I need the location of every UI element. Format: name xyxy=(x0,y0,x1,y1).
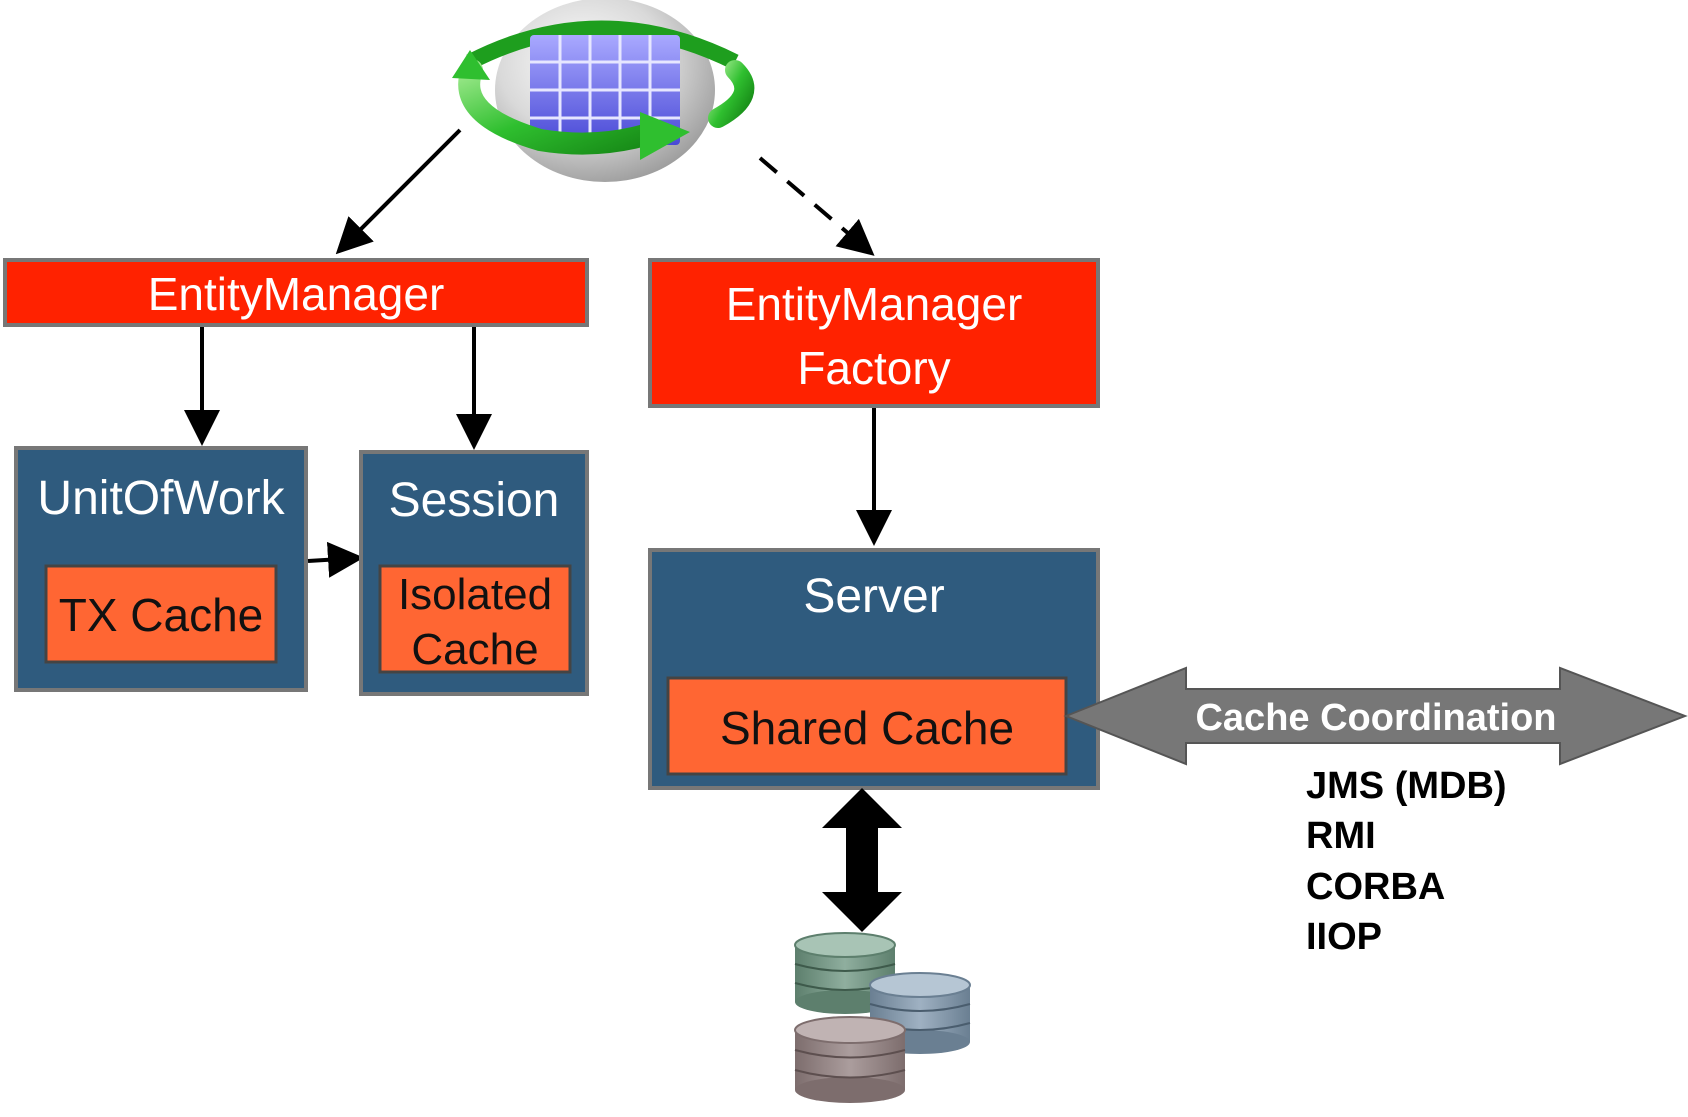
protocol-jms: JMS (MDB) xyxy=(1306,765,1507,807)
arrow-to-entity-manager xyxy=(335,128,462,255)
session-label: Session xyxy=(389,474,560,527)
emf-label-line1: EntityManager xyxy=(726,278,1023,330)
dashed-arrow-to-emf xyxy=(758,156,875,256)
database-stack-icon xyxy=(794,932,971,1103)
shared-cache-label: Shared Cache xyxy=(720,702,1014,754)
server-database-arrow xyxy=(822,788,902,932)
tx-cache-box xyxy=(44,564,278,664)
protocol-corba: CORBA xyxy=(1306,866,1445,908)
protocol-iiop: IIOP xyxy=(1306,916,1382,958)
tx-cache-label: TX Cache xyxy=(59,589,264,641)
cache-coordination-arrow: Cache Coordination xyxy=(1063,666,1688,766)
entity-manager-label: EntityManager xyxy=(148,268,445,320)
entity-manager-factory-box: EntityManager Factory xyxy=(648,258,1100,408)
shared-cache-box xyxy=(666,676,1068,776)
unit-of-work-box: UnitOfWork TX Cache xyxy=(14,446,308,692)
isolated-cache-line2: Cache xyxy=(411,625,538,674)
session-box: Session Isolated Cache xyxy=(359,450,589,696)
protocol-rmi: RMI xyxy=(1306,815,1376,857)
cache-sync-cube-icon xyxy=(452,0,755,182)
server-box: Server Shared Cache xyxy=(648,548,1100,790)
emf-label-line2: Factory xyxy=(797,342,950,394)
server-label: Server xyxy=(803,570,944,623)
protocol-list: JMS (MDB) RMI CORBA IIOP xyxy=(1306,765,1507,958)
entity-manager-box: EntityManager xyxy=(3,258,589,327)
isolated-cache-line1: Isolated xyxy=(398,570,552,619)
isolated-cache-box xyxy=(378,564,572,674)
arrow-uow-to-session xyxy=(307,541,364,578)
cache-coordination-label: Cache Coordination xyxy=(1195,697,1556,739)
unit-of-work-label: UnitOfWork xyxy=(37,472,285,525)
